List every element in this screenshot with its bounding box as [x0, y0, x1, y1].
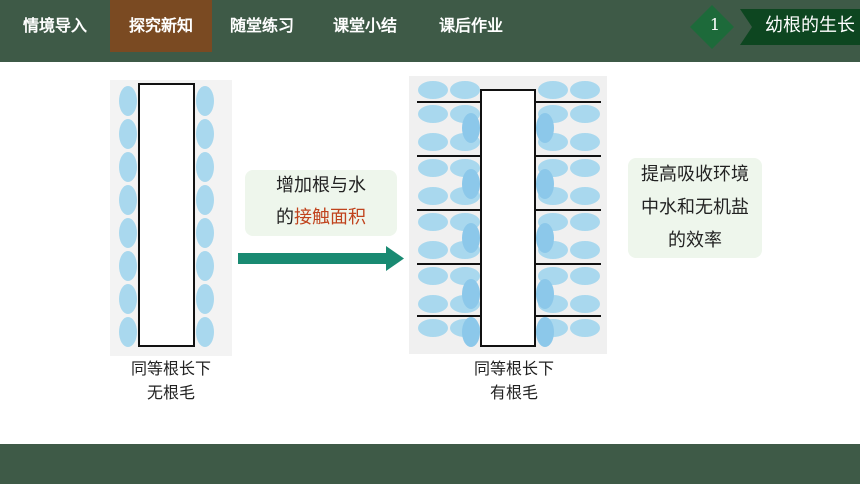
efficiency-note: 提高吸收环境 中水和无机盐 的效率	[628, 158, 762, 258]
bottom-bar	[0, 444, 860, 484]
note-line1: 增加根与水	[276, 175, 366, 196]
root-no-hairs-figure	[110, 80, 232, 356]
right-figure-caption: 同等根长下 有根毛	[420, 357, 608, 405]
right-caption-line2: 有根毛	[489, 383, 538, 402]
right-caption-line1: 同等根长下	[473, 359, 554, 378]
section-title: 幼根的生长	[765, 15, 855, 36]
note-line2-prefix: 的	[276, 207, 294, 228]
note-line2-highlight: 接触面积	[294, 207, 366, 228]
efficiency-note-line2: 中水和无机盐	[641, 197, 749, 218]
left-figure-caption: 同等根长下 无根毛	[110, 357, 232, 405]
tab-summary[interactable]: 课堂小结	[332, 16, 397, 35]
root-with-hairs-figure	[409, 76, 607, 354]
efficiency-note-line1: 提高吸收环境	[641, 164, 749, 185]
efficiency-note-line3: 的效率	[668, 230, 722, 251]
section-badge	[690, 5, 860, 49]
left-caption-line1: 同等根长下	[130, 359, 211, 378]
contact-area-note: 增加根与水 的接触面积	[245, 170, 397, 236]
right-arrow-icon	[238, 246, 404, 271]
tab-explore-new[interactable]: 探究新知	[110, 0, 212, 52]
tab-practice[interactable]: 随堂练习	[229, 16, 294, 35]
tab-situation-intro[interactable]: 情境导入	[22, 16, 87, 35]
section-number: 1	[709, 15, 721, 34]
tab-homework[interactable]: 课后作业	[438, 16, 503, 35]
left-caption-line2: 无根毛	[146, 383, 195, 402]
